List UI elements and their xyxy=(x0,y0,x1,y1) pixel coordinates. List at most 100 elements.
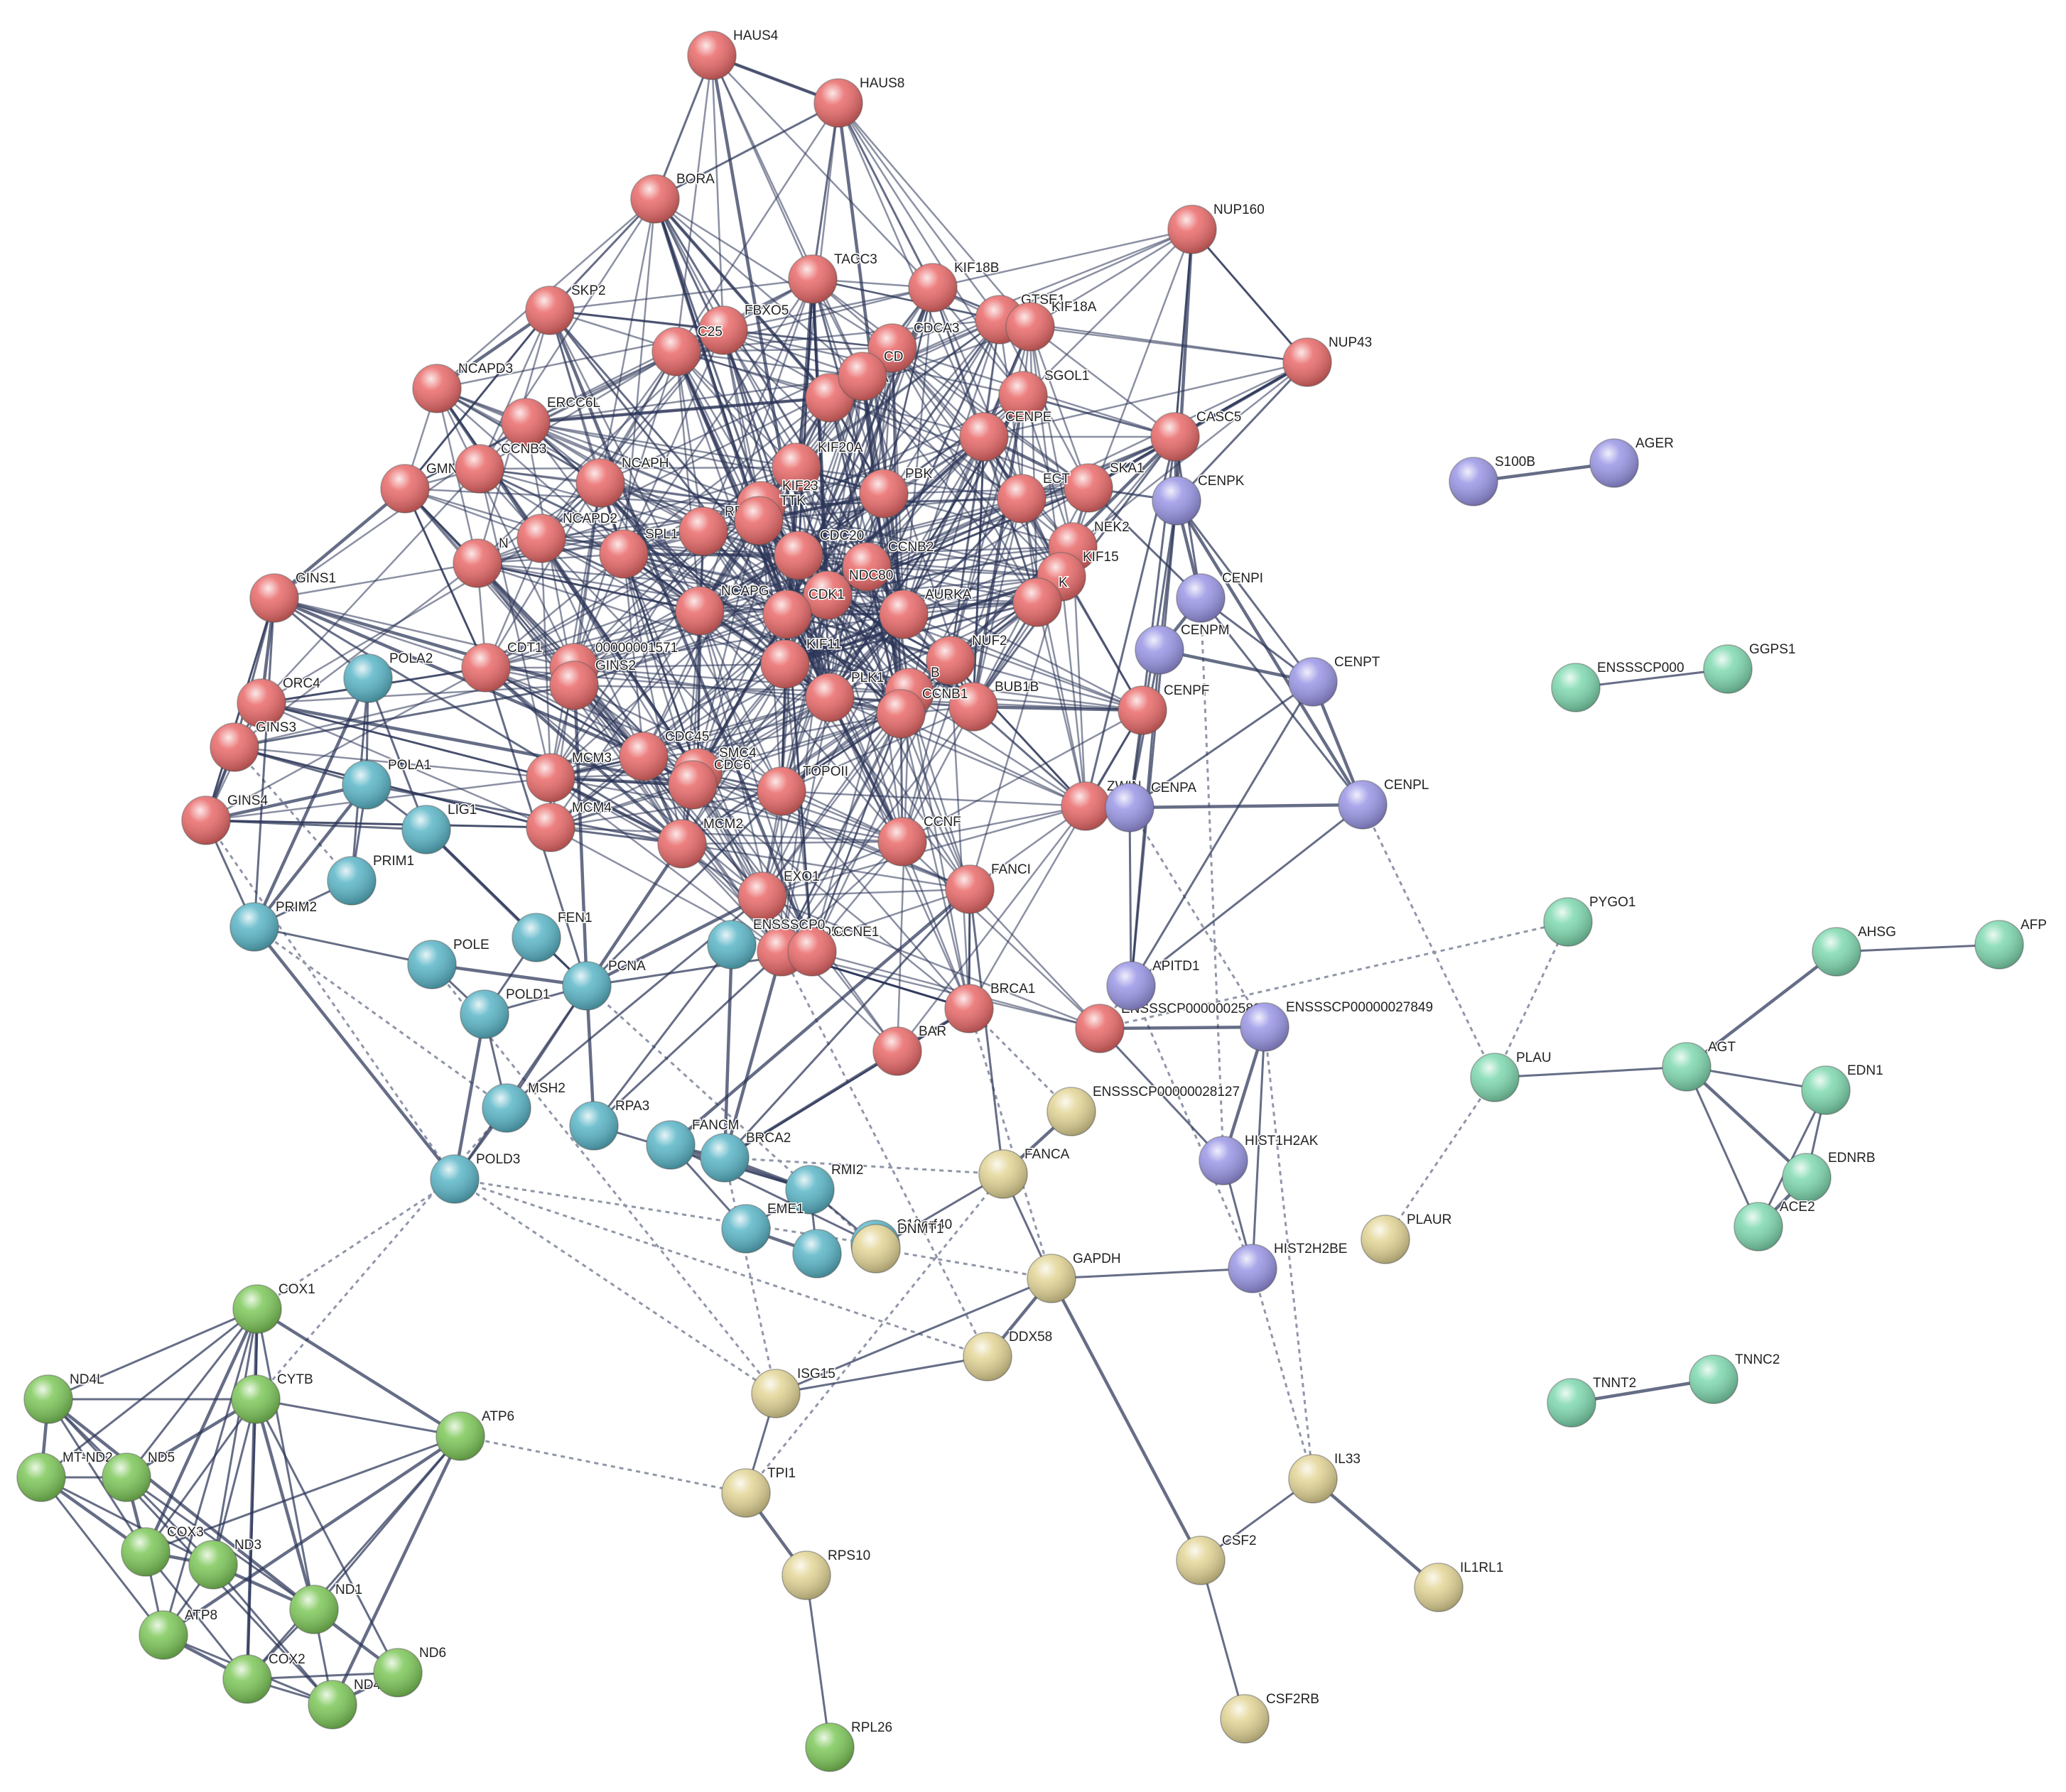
node-fancm[interactable]: FANCM xyxy=(646,1117,740,1170)
node-rmi2[interactable]: RMI2 xyxy=(785,1162,865,1215)
node-mtnd2[interactable]: MT-ND2 xyxy=(16,1450,114,1502)
node-exo1[interactable]: EXO1 xyxy=(737,869,821,921)
node-bora[interactable]: BORA xyxy=(630,171,716,224)
node-pold3[interactable]: POLD3 xyxy=(430,1151,521,1204)
node-fanca[interactable]: FANCA xyxy=(978,1146,1071,1199)
node-isg15[interactable]: ISG15 xyxy=(751,1366,836,1418)
node-plau[interactable]: PLAU xyxy=(1470,1050,1552,1102)
node-aurka[interactable]: AURKA xyxy=(879,587,973,639)
node-apitd1[interactable]: APITD1 xyxy=(1106,958,1201,1011)
node-tpi1[interactable]: TPI1 xyxy=(721,1465,797,1518)
node-kif11[interactable]: KIF11 xyxy=(760,636,843,689)
node-pygo1[interactable]: PYGO1 xyxy=(1543,894,1637,947)
node-cdc25[interactable]: C25 xyxy=(651,324,723,376)
node-pbk[interactable]: PBK xyxy=(859,466,934,518)
node-ccne1[interactable]: CCNE1 xyxy=(787,924,880,977)
node-bub1b[interactable]: BUB1B xyxy=(948,679,1040,732)
node-cdt1[interactable]: CDT1 xyxy=(461,640,543,693)
node-nup43[interactable]: NUP43 xyxy=(1282,335,1373,387)
node-hist2h2be[interactable]: HIST2H2BE xyxy=(1228,1241,1348,1293)
node-lig1[interactable]: LIG1 xyxy=(401,802,478,854)
node-cenpi[interactable]: CENPI xyxy=(1176,570,1265,623)
node-enssscp0[interactable]: ENSSSCP0 xyxy=(707,917,826,970)
node-ens27849[interactable]: ENSSSCP00000027849 xyxy=(1240,999,1434,1052)
node-nd4[interactable]: ND4 xyxy=(308,1677,382,1729)
node-ncaph[interactable]: NCAPH xyxy=(575,455,670,508)
node-rps10[interactable]: RPS10 xyxy=(781,1548,872,1600)
node-haus4[interactable]: HAUS4 xyxy=(687,28,779,80)
node-casc5[interactable]: CASC5 xyxy=(1150,409,1243,462)
node-mcm3[interactable]: MCM3 xyxy=(526,750,612,803)
node-eme1[interactable]: EME1 xyxy=(721,1201,805,1254)
node-ggps1[interactable]: GGPS1 xyxy=(1703,641,1797,694)
node-rpa3[interactable]: RPA3 xyxy=(569,1098,651,1151)
node-ccnb1[interactable]: CCNB1 xyxy=(876,686,969,739)
node-pola2[interactable]: POLA2 xyxy=(343,651,434,703)
node-gins2[interactable]: GINS2 xyxy=(549,658,637,710)
node-nd6[interactable]: ND6 xyxy=(373,1645,448,1698)
node-cdc20[interactable]: CDC20 xyxy=(774,528,865,580)
node-ahsg[interactable]: AHSG xyxy=(1812,924,1897,977)
node-ect[interactable]: ECT xyxy=(997,471,1071,523)
node-ccnb2[interactable]: CCNB2 xyxy=(842,539,935,592)
node-nd5[interactable]: ND5 xyxy=(102,1450,176,1502)
node-csf2rb[interactable]: CSF2RB xyxy=(1220,1691,1320,1744)
node-cenpf[interactable]: CENPF xyxy=(1118,683,1211,735)
node-kif18b[interactable]: KIF18B xyxy=(908,260,1000,313)
node-msh2[interactable]: MSH2 xyxy=(482,1080,566,1133)
node-kif18a[interactable]: KIF18A xyxy=(1005,299,1098,352)
node-ska1[interactable]: SKA1 xyxy=(1064,460,1145,513)
node-mcm2[interactable]: MCM2 xyxy=(657,816,744,869)
node-atp6[interactable]: ATP6 xyxy=(436,1408,516,1461)
node-edn1[interactable]: EDN1 xyxy=(1801,1063,1884,1115)
node-ens583[interactable]: ENSSSCP000 xyxy=(1551,660,1685,712)
node-ncapg[interactable]: NCAPG xyxy=(675,583,770,636)
node-gins1[interactable]: GINS1 xyxy=(249,570,337,623)
node-fanci[interactable]: FANCI xyxy=(945,862,1032,914)
node-n[interactable]: N xyxy=(453,536,509,588)
node-haus8[interactable]: HAUS8 xyxy=(813,75,906,128)
node-cox2[interactable]: COX2 xyxy=(222,1651,306,1704)
node-pola1[interactable]: POLA1 xyxy=(342,757,433,810)
node-nup160[interactable]: NUP160 xyxy=(1167,202,1265,254)
node-cenpm[interactable]: CENPM xyxy=(1135,622,1231,675)
node-spl1[interactable]: SPL1 xyxy=(599,526,679,579)
node-kif20a[interactable]: KIF20A xyxy=(772,440,864,492)
node-ttk[interactable]: TTK xyxy=(734,493,807,545)
node-cenpe[interactable]: CENPE xyxy=(959,409,1053,462)
node-ens2580[interactable]: ENSSSCP0000002580 xyxy=(1075,1001,1262,1053)
node-brca2[interactable]: BRCA2 xyxy=(700,1130,792,1183)
node-ncapd2[interactable]: NCAPD2 xyxy=(516,511,619,563)
node-cox1[interactable]: COX1 xyxy=(232,1281,316,1334)
node-cdk1[interactable]: CDK1 xyxy=(762,587,845,639)
node-pold1[interactable]: POLD1 xyxy=(460,987,551,1039)
node-brca1[interactable]: BRCA1 xyxy=(944,981,1037,1033)
node-cenpt[interactable]: CENPT xyxy=(1288,654,1381,707)
node-csf2[interactable]: CSF2 xyxy=(1176,1533,1258,1585)
node-nuf2[interactable]: NUF2 xyxy=(926,633,1008,685)
node-cytb[interactable]: CYTB xyxy=(231,1372,314,1424)
node-cenpa[interactable]: CENPA xyxy=(1105,780,1198,832)
node-afp[interactable]: AFP xyxy=(1974,917,2048,970)
node-il33[interactable]: IL33 xyxy=(1288,1451,1361,1504)
node-bard[interactable]: BAR xyxy=(872,1023,948,1076)
node-hist1h2ak[interactable]: HIST1H2AK xyxy=(1199,1133,1319,1185)
node-atp8[interactable]: ATP8 xyxy=(139,1607,219,1660)
node-plk1[interactable]: PLK1 xyxy=(805,670,885,722)
node-nd4l[interactable]: ND4L xyxy=(23,1372,105,1424)
node-orc4[interactable]: ORC4 xyxy=(237,675,322,728)
node-cenpk[interactable]: CENPK xyxy=(1152,473,1245,526)
node-ercc6l[interactable]: ERCC6L xyxy=(501,395,601,447)
node-ens28127[interactable]: ENSSSCP00000028127 xyxy=(1046,1084,1241,1136)
node-tacc3[interactable]: TACC3 xyxy=(788,251,878,304)
node-ccnb3[interactable]: CCNB3 xyxy=(455,441,548,494)
node-prim1[interactable]: PRIM1 xyxy=(327,853,416,906)
node-cd[interactable]: CD xyxy=(838,349,904,401)
node-nd3[interactable]: ND3 xyxy=(188,1537,263,1590)
node-nd1[interactable]: ND1 xyxy=(289,1582,364,1634)
node-gapdh[interactable]: GAPDH xyxy=(1027,1251,1122,1303)
node-cyan_a[interactable] xyxy=(792,1229,842,1278)
node-fen1[interactable]: FEN1 xyxy=(512,910,593,962)
node-pcna[interactable]: PCNA xyxy=(562,958,647,1011)
node-tnnt2[interactable]: TNNT2 xyxy=(1547,1375,1638,1428)
